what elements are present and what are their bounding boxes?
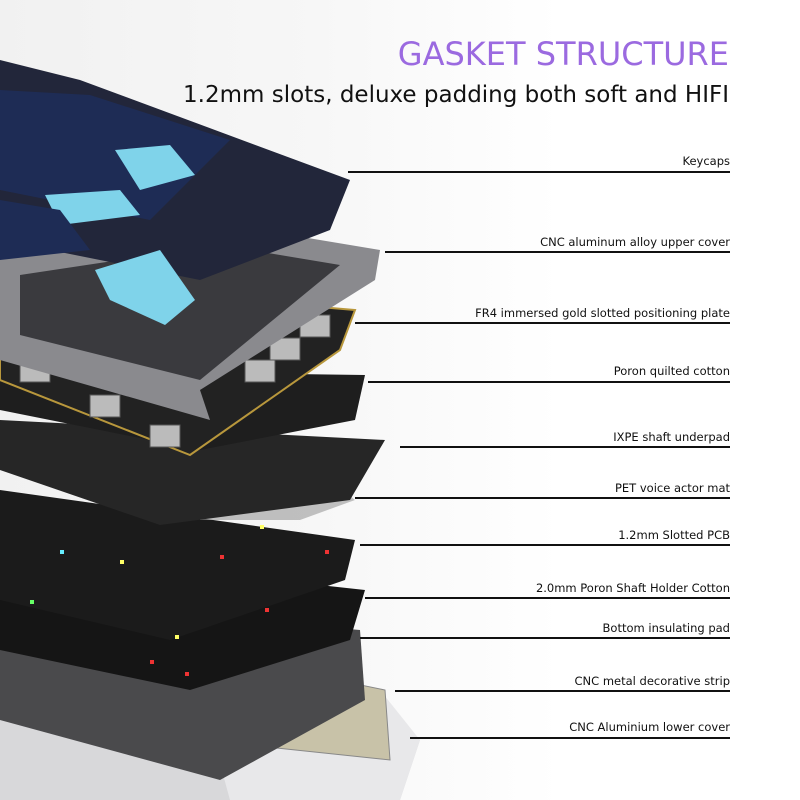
ixpe-underpad: [0, 420, 385, 525]
pcb: [0, 490, 355, 640]
leader-line: [368, 381, 730, 383]
leader-line: [410, 737, 730, 739]
label-decorative-strip: CNC metal decorative strip: [574, 674, 730, 688]
label-bottom-pad: Bottom insulating pad: [602, 621, 730, 635]
leader-line: [355, 497, 730, 499]
accent-key-enter: [45, 190, 140, 225]
keycaps: [0, 60, 350, 325]
label-upper-cover: CNC aluminum alloy upper cover: [540, 235, 730, 249]
label-ixpe-underpad: IXPE shaft underpad: [613, 430, 730, 444]
label-keycaps: Keycaps: [682, 154, 730, 168]
leader-line: [395, 690, 730, 692]
leader-line: [365, 597, 730, 599]
label-fr4-plate: FR4 immersed gold slotted positioning pl…: [475, 306, 730, 320]
page-title: GASKET STRUCTURE: [397, 35, 729, 73]
label-pet-mat: PET voice actor mat: [614, 481, 730, 495]
page-subtitle: 1.2mm slots, deluxe padding both soft an…: [183, 82, 729, 108]
leader-line: [360, 544, 730, 546]
label-shaft-holder-cotton: 2.0mm Poron Shaft Holder Cotton: [535, 581, 730, 595]
label-lower-cover: CNC Aluminium lower cover: [569, 720, 730, 734]
accent-keys-arrows: [95, 250, 195, 325]
pcb-leds: [30, 525, 329, 676]
leader-line: [385, 251, 730, 253]
leader-line: [400, 446, 730, 448]
leader-line: [348, 171, 730, 173]
leader-line: [360, 637, 730, 639]
label-pcb: 1.2mm Slotted PCB: [618, 528, 730, 542]
accent-key-backspace: [115, 145, 195, 190]
leader-line: [355, 322, 730, 324]
label-poron-cotton: Poron quilted cotton: [613, 364, 730, 378]
